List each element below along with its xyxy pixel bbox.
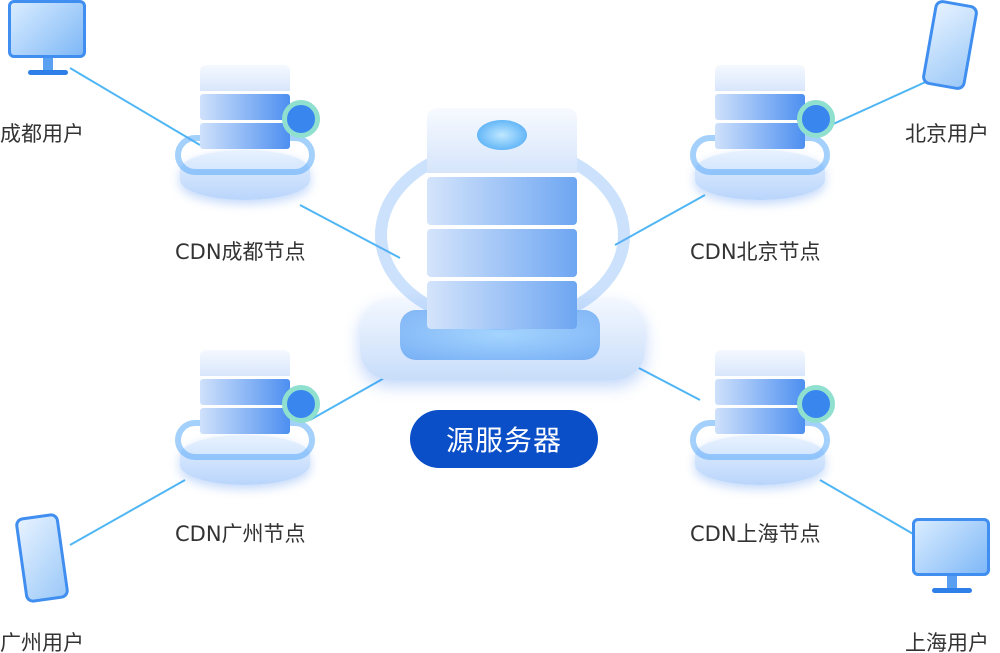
node-label-beijing: CDN北京节点 [690,240,821,264]
line-beijing-user [819,79,931,131]
node-label-guangzhou: CDN广州节点 [175,522,306,546]
user-label-guangzhou: 广州用户 [0,631,84,653]
origin-server-icon [355,100,650,390]
cdn-server-icon [690,345,835,495]
user-label-beijing: 北京用户 [905,122,989,146]
monitor-icon [8,0,88,80]
cdn-server-icon [690,60,835,210]
line-beijing-center [614,194,706,246]
user-label-chengdu: 成都用户 [0,122,84,146]
line-shanghai-user [819,479,916,536]
node-label-chengdu: CDN成都节点 [175,240,306,264]
line-guangzhou-user [69,479,186,546]
cdn-server-icon [175,345,320,495]
cdn-server-icon [175,60,320,210]
monitor-icon [912,518,992,598]
origin-server-badge: 源服务器 [410,410,598,468]
node-label-shanghai: CDN上海节点 [690,522,821,546]
user-label-shanghai: 上海用户 [905,631,989,653]
line-chengdu-user [69,67,201,146]
